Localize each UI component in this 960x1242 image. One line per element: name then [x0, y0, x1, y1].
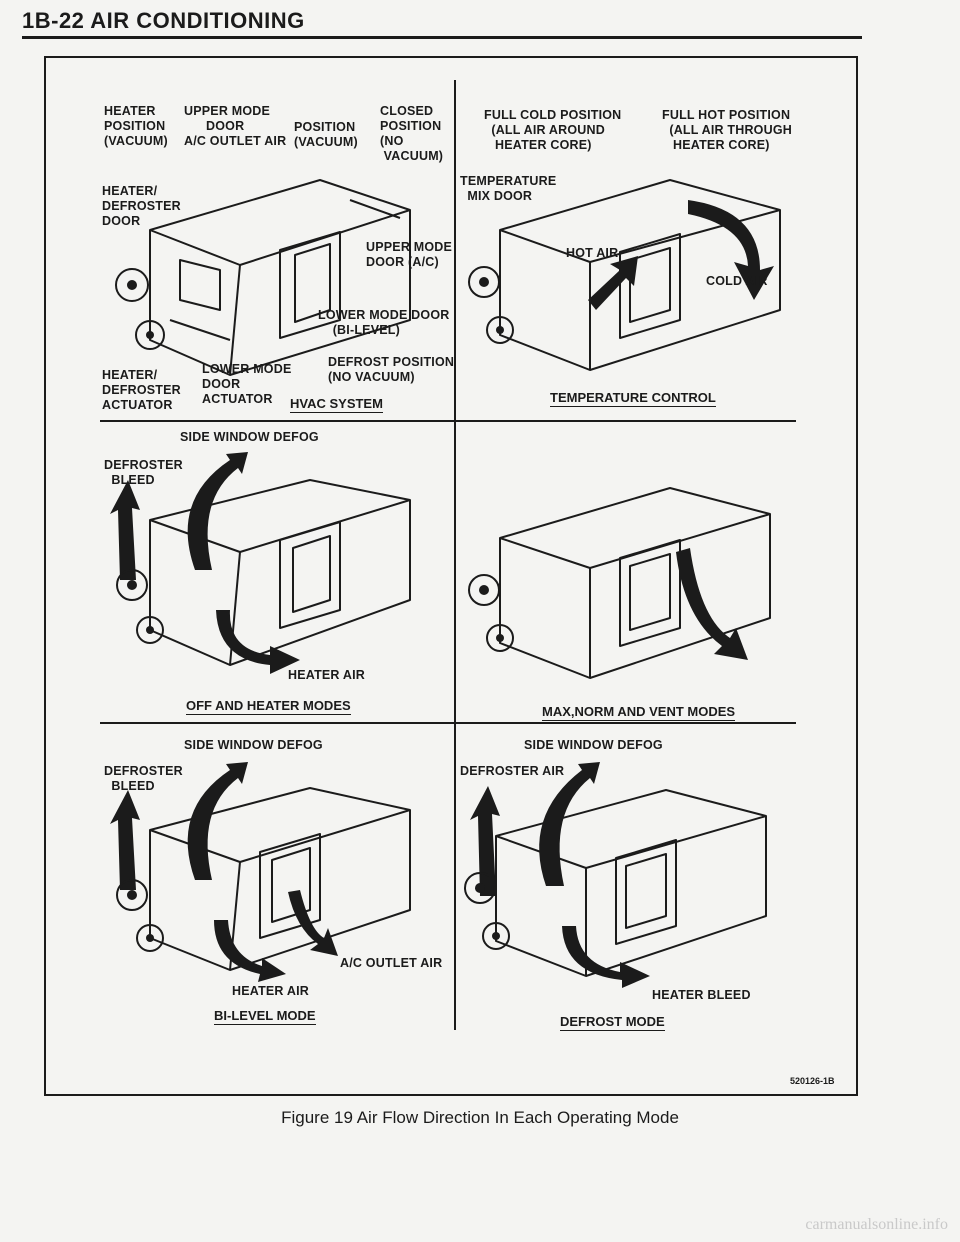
row-divider-2: [100, 722, 796, 724]
label-heater-defroster-actuator: HEATER/ DEFROSTER ACTUATOR: [102, 368, 181, 412]
label-defroster-air: DEFROSTER AIR: [460, 764, 565, 778]
caption-max-norm-vent-modes: MAX,NORM AND VENT MODES: [542, 704, 736, 721]
figure-code: 520126-1B: [790, 1076, 835, 1086]
label-heater-bleed: HEATER BLEED: [652, 988, 751, 1002]
label-heater-air-bilevel: HEATER AIR: [232, 984, 309, 998]
label-side-window-defog: SIDE WINDOW DEFOG: [180, 430, 319, 444]
label-closed-position: CLOSED POSITION (NO VACUUM): [380, 104, 444, 163]
header-rule: [22, 36, 862, 39]
label-heater-position: HEATER POSITION (VACUUM): [104, 104, 168, 148]
temperature-control-diagram: [468, 179, 781, 371]
caption-off-heater-modes: OFF AND HEATER MODES: [186, 698, 351, 715]
column-divider: [454, 80, 456, 1030]
max-norm-vent-diagram: [468, 487, 771, 679]
label-heater-air: HEATER AIR: [288, 668, 365, 682]
label-position-vacuum: POSITION (VACUUM): [294, 120, 358, 149]
label-ac-outlet-air: A/C OUTLET AIR: [340, 956, 443, 970]
label-upper-mode-door-ac: UPPER MODE DOOR (A/C): [366, 240, 453, 269]
defrost-diagram: [464, 762, 767, 988]
figure-caption: Figure 19 Air Flow Direction In Each Ope…: [281, 1108, 679, 1127]
label-cold-air: COLD AIR: [706, 274, 768, 288]
row-divider-1: [100, 420, 796, 422]
bilevel-diagram: [110, 762, 411, 982]
label-defroster-bleed-bilevel: DEFROSTER BLEED: [104, 764, 183, 793]
figure-frame: [44, 56, 858, 1096]
watermark: carmanualsonline.info: [805, 1216, 948, 1233]
page-header: 1B-22 AIR CONDITIONING: [22, 8, 305, 33]
label-hot-air: HOT AIR: [566, 246, 619, 260]
label-defrost-position: DEFROST POSITION (NO VACUUM): [328, 355, 455, 384]
label-full-hot-position: FULL HOT POSITION (ALL AIR THROUGH HEATE…: [662, 108, 792, 152]
label-defroster-bleed: DEFROSTER BLEED: [104, 458, 183, 487]
caption-hvac-system: HVAC SYSTEM: [290, 396, 383, 413]
label-lower-mode-door-bilevel: LOWER MODE DOOR (BI-LEVEL): [318, 308, 450, 337]
caption-temperature-control: TEMPERATURE CONTROL: [550, 390, 716, 407]
label-side-window-defog-defrost: SIDE WINDOW DEFOG: [524, 738, 663, 752]
caption-defrost-mode: DEFROST MODE: [560, 1014, 665, 1031]
label-heater-defroster-door: HEATER/ DEFROSTER DOOR: [102, 184, 181, 228]
label-temperature-mix-door: TEMPERATURE MIX DOOR: [460, 174, 557, 203]
caption-bilevel-mode: BI-LEVEL MODE: [214, 1008, 316, 1025]
off-heater-diagram: [110, 452, 411, 674]
label-full-cold-position: FULL COLD POSITION (ALL AIR AROUND HEATE…: [484, 108, 622, 152]
label-lower-mode-door-actuator: LOWER MODE DOOR ACTUATOR: [202, 362, 292, 406]
hvac-system-diagram: [115, 179, 411, 376]
label-side-window-defog-bilevel: SIDE WINDOW DEFOG: [184, 738, 323, 752]
label-upper-mode-door: UPPER MODE DOOR A/C OUTLET AIR: [184, 104, 287, 148]
